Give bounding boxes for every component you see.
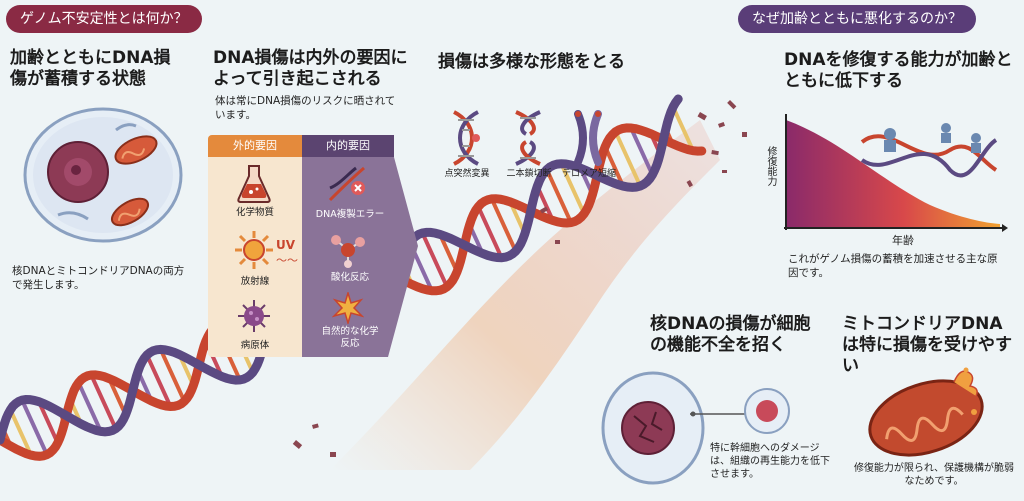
- helix-rung: [559, 162, 586, 215]
- repair-decline-chart: [784, 114, 1008, 232]
- helix-rung: [8, 408, 33, 456]
- cell-illustration: [23, 107, 183, 243]
- forms-title: 損傷は多様な形態をとる: [438, 52, 625, 72]
- damaged-cell-illustration: [601, 371, 705, 485]
- external-factors-header: 外的要因: [208, 135, 302, 157]
- helix-rung: [158, 348, 187, 403]
- helix-rung: [613, 130, 643, 187]
- helix-rung: [671, 106, 695, 152]
- chemical-reaction-burst-icon: [332, 292, 364, 324]
- header-genome-instability: ゲノム不安定性とは何か？: [6, 5, 202, 33]
- repair-xlabel: 年齢: [892, 234, 914, 247]
- helix-rung: [603, 145, 625, 187]
- telomere-shortening-icon: [574, 110, 602, 166]
- flask-icon: [237, 165, 271, 203]
- nuclear-title: 核DNAの損傷が細胞の機能不全を招く: [650, 314, 811, 355]
- pathogen-virus-icon: [238, 300, 270, 332]
- helix-rung: [420, 232, 449, 288]
- repair-caption: これがゲノム損傷の蓄積を加速させる主な原因です。: [788, 253, 998, 279]
- nuclear-caption: 特に幹細胞へのダメージは、組織の再生能力を低下させます。: [710, 443, 830, 480]
- stem-cell-illustration: [744, 388, 790, 434]
- aging-damage-caption: 核DNAとミトコンドリアDNAの両方で発生します。: [12, 265, 185, 291]
- helix-rung: [489, 198, 518, 253]
- mito-caption: 修復能力が限られ、保護機構が脆弱なためです。: [853, 463, 1015, 487]
- internal-item-replication-error: DNA複製エラー: [315, 209, 385, 220]
- radiation-sun-icon: [235, 231, 273, 269]
- form-telomere-shortening: テロメア短縮: [561, 169, 616, 179]
- dna-replication-error-icon: [328, 166, 365, 202]
- helix-rung: [89, 374, 118, 430]
- external-item-radiation: 放射線: [240, 276, 270, 287]
- header-why-worsen: なぜ加齢とともに悪化するのか？: [738, 5, 976, 33]
- helix-rung: [544, 168, 573, 224]
- internal-item-natural-reaction: 自然的な化学反応: [321, 326, 379, 349]
- callout-line: [690, 411, 746, 417]
- oxidation-molecule-icon: [331, 235, 365, 268]
- double-strand-break-icon: [515, 110, 541, 166]
- causes-title: DNA損傷は内外の要因によって引き起こされる: [213, 48, 408, 89]
- uv-label: UV: [276, 238, 296, 252]
- point-mutation-icon: [453, 110, 480, 166]
- internal-item-oxidation: 酸化反応: [330, 272, 369, 283]
- repair-ylabel: 修復能力: [765, 146, 776, 186]
- mitochondrion-illustration: [868, 367, 984, 457]
- uv-wave-icon: ～～: [276, 254, 298, 267]
- helix-rung: [37, 400, 60, 444]
- aging-damage-title: 加齢とともにDNA損傷が蓄積する状態: [10, 48, 171, 89]
- helix-rung: [629, 127, 655, 176]
- helix-rung: [20, 399, 49, 456]
- external-item-chemicals: 化学物質: [235, 207, 274, 218]
- external-item-pathogens: 病原体: [240, 340, 270, 351]
- helix-fragments: [292, 99, 747, 457]
- helix-rung: [145, 354, 173, 408]
- helix-rung: [438, 233, 459, 273]
- form-double-strand-break: 二本鎖切断: [506, 169, 552, 179]
- mito-title: ミトコンドリアDNAは特に損傷を受けやすい: [842, 314, 1012, 376]
- repair-title: DNAを修復する能力が加齢とともに低下する: [784, 50, 1013, 91]
- form-point-mutation: 点突然変異: [444, 169, 490, 179]
- internal-factors-header: 内的要因: [326, 139, 370, 152]
- helix-rung: [76, 381, 103, 433]
- helix-rung: [476, 205, 504, 259]
- causes-subtitle: 体は常にDNA損傷のリスクに晒されています。: [215, 95, 396, 121]
